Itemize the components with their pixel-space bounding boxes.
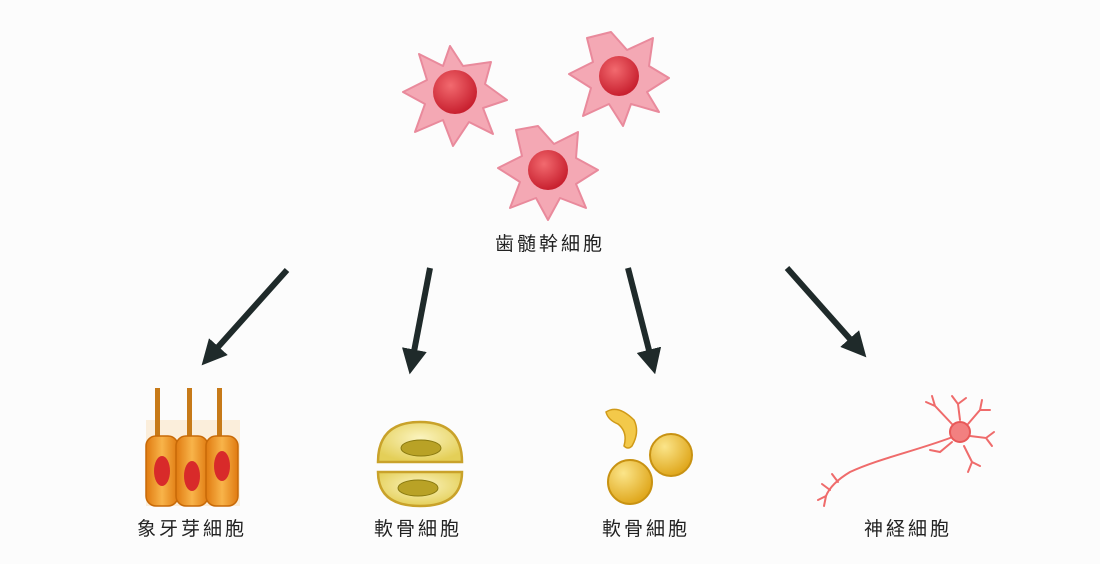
chondrocyte-icon [376,420,464,508]
odontoblast-icon [145,388,240,507]
adipocyte-icon [605,408,693,505]
arrow-to-odontoblast [201,267,290,366]
stem-cell [497,125,599,221]
stem-cell [568,31,670,127]
arrow-to-chondrocyte [401,267,433,375]
arrows [201,266,867,375]
target-label-adipocyte: 軟骨細胞 [601,518,691,540]
stem-cell [402,45,508,147]
stem-cell-group [402,31,670,221]
source-cell-label: 歯髄幹細胞 [494,233,606,255]
target-label-odontoblast: 象牙芽細胞 [136,518,248,540]
neuron-icon [817,395,995,507]
target-label-chondrocyte: 軟骨細胞 [373,518,463,540]
target-label-neuron: 神経細胞 [863,518,953,540]
arrow-to-adipocyte [625,267,662,375]
arrow-to-neuron [784,266,867,358]
